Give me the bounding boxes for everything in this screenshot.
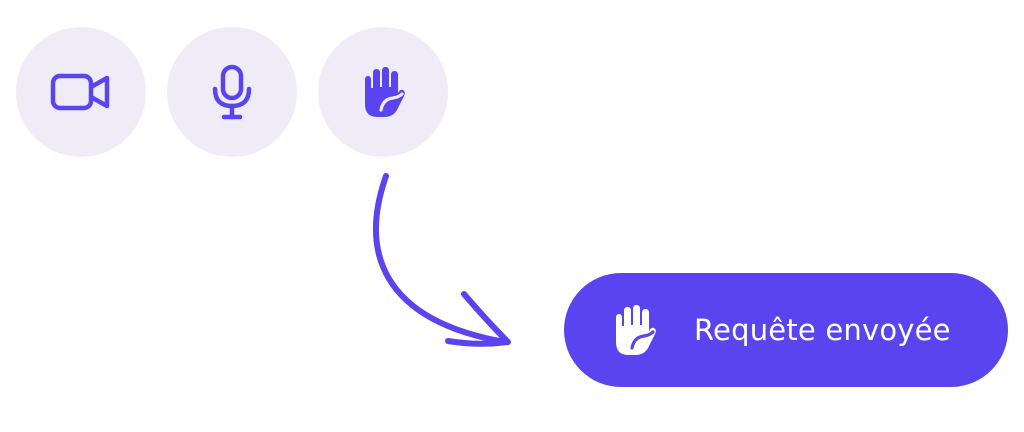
- microphone-icon: [212, 64, 252, 120]
- raised-hand-icon: [616, 305, 656, 355]
- request-sent-notification: Requête envoyée: [564, 273, 1008, 387]
- microphone-button[interactable]: [167, 27, 297, 157]
- video-camera-icon: [50, 73, 110, 111]
- notification-label: Requête envoyée: [694, 313, 951, 347]
- raised-hand-icon: [365, 67, 405, 117]
- camera-button[interactable]: [16, 27, 146, 157]
- raise-hand-button[interactable]: [318, 27, 448, 157]
